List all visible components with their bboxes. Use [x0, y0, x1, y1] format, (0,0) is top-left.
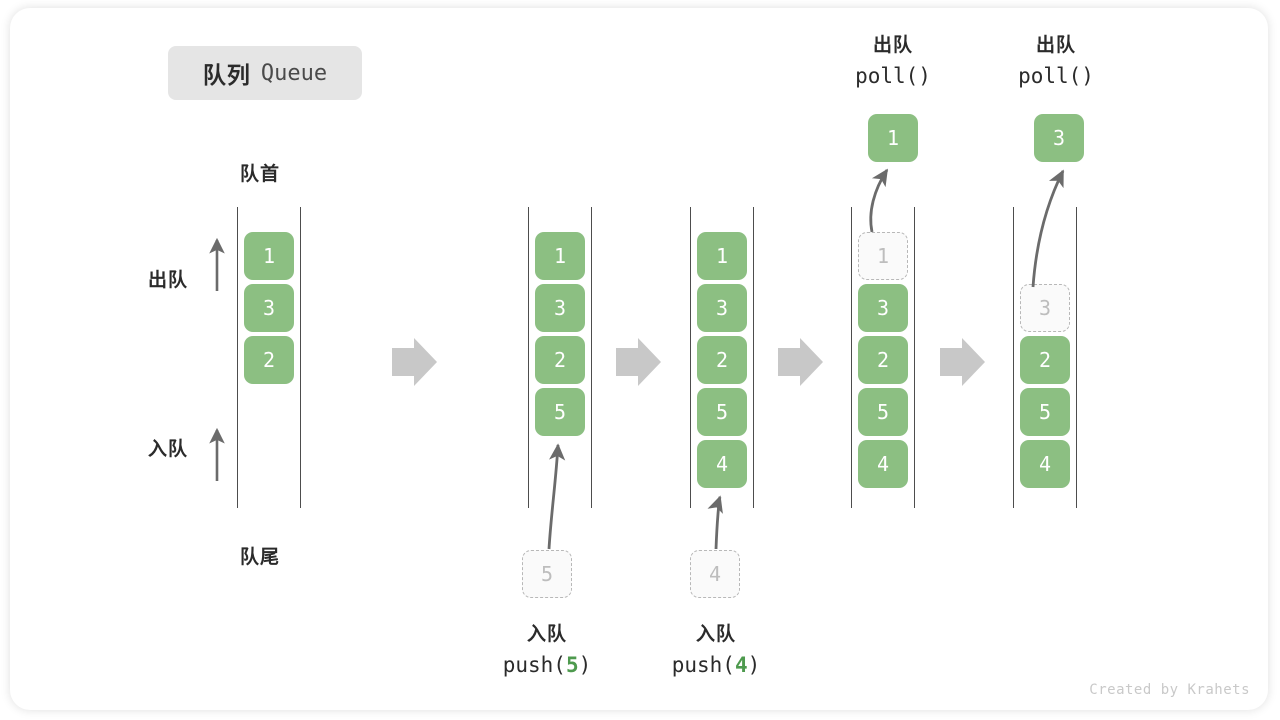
caption-line2: poll(): [956, 60, 1156, 93]
queue-element[interactable]: 5: [858, 388, 908, 436]
caption-call: poll(: [855, 64, 919, 89]
caption-poll-1: 出队 poll(): [793, 31, 993, 93]
rail-left: [690, 207, 691, 508]
caption-line2: push(4): [616, 649, 816, 682]
queue-element[interactable]: 5: [1020, 388, 1070, 436]
caption-arg: 4: [734, 653, 748, 678]
rail-left: [1013, 207, 1014, 508]
caption-push-4: 入队 push(4): [616, 620, 816, 682]
vacated-ghost-element: 1: [858, 232, 908, 280]
queue-element[interactable]: 2: [858, 336, 908, 384]
rail-right: [753, 207, 754, 508]
queue-element[interactable]: 5: [697, 388, 747, 436]
queue-column-after-push-4: 1 3 2 5 4: [690, 207, 754, 508]
caption-push-5: 入队 push(5): [447, 620, 647, 682]
title-cn: 队列: [202, 62, 251, 88]
queue-element[interactable]: 2: [535, 336, 585, 384]
label-rear: 队尾: [240, 547, 281, 568]
step-arrow: [940, 338, 985, 386]
step-arrow: [778, 338, 823, 386]
title-en: Queue: [260, 60, 328, 86]
queue-element[interactable]: 1: [535, 232, 585, 280]
caption-line1: 入队: [526, 624, 567, 645]
popped-element: 1: [868, 114, 918, 162]
credit-text: Created by Krahets: [1089, 682, 1250, 698]
step-arrow: [392, 338, 437, 386]
queue-element[interactable]: 3: [697, 284, 747, 332]
caption-line1: 入队: [695, 624, 736, 645]
queue-element[interactable]: 4: [697, 440, 747, 488]
diagram-title-badge: 队列 Queue: [168, 46, 362, 100]
rail-right: [591, 207, 592, 508]
queue-element[interactable]: 2: [1020, 336, 1070, 384]
queue-element[interactable]: 2: [244, 336, 294, 384]
caption-call: push(: [671, 653, 735, 678]
queue-element[interactable]: 3: [535, 284, 585, 332]
caption-line2: push(5): [447, 649, 647, 682]
vacated-ghost-element: 3: [1020, 284, 1070, 332]
caption-line1: 出队: [1035, 35, 1076, 56]
rail-left: [237, 207, 238, 508]
caption-arg: 5: [565, 653, 579, 678]
caption-poll-3: 出队 poll(): [956, 31, 1156, 93]
popped-element: 3: [1034, 114, 1084, 162]
caption-close: ): [747, 653, 761, 678]
caption-line2: poll(): [793, 60, 993, 93]
label-dequeue: 出队: [148, 270, 189, 291]
queue-element[interactable]: 4: [1020, 440, 1070, 488]
caption-close: ): [918, 64, 931, 89]
label-front: 队首: [240, 164, 281, 185]
caption-close: ): [578, 653, 592, 678]
caption-call: push(: [502, 653, 566, 678]
rail-right: [1076, 207, 1077, 508]
step-arrow: [616, 338, 661, 386]
queue-element[interactable]: 3: [858, 284, 908, 332]
label-enqueue: 入队: [148, 439, 189, 460]
queue-column-after-poll-3: 3 2 5 4: [1013, 207, 1077, 508]
queue-column-after-poll-1: 1 3 2 5 4: [851, 207, 915, 508]
incoming-ghost-element: 4: [690, 550, 740, 598]
queue-column-after-push-5: 1 3 2 5: [528, 207, 592, 508]
caption-call: poll(: [1018, 64, 1082, 89]
rail-right: [300, 207, 301, 508]
queue-element[interactable]: 2: [697, 336, 747, 384]
queue-element[interactable]: 3: [244, 284, 294, 332]
rail-left: [528, 207, 529, 508]
queue-column-initial: 1 3 2: [237, 207, 301, 508]
rail-right: [914, 207, 915, 508]
queue-element[interactable]: 4: [858, 440, 908, 488]
caption-close: ): [1081, 64, 1094, 89]
queue-element[interactable]: 1: [244, 232, 294, 280]
queue-element[interactable]: 5: [535, 388, 585, 436]
incoming-ghost-element: 5: [522, 550, 572, 598]
queue-element[interactable]: 1: [697, 232, 747, 280]
caption-line1: 出队: [872, 35, 913, 56]
rail-left: [851, 207, 852, 508]
